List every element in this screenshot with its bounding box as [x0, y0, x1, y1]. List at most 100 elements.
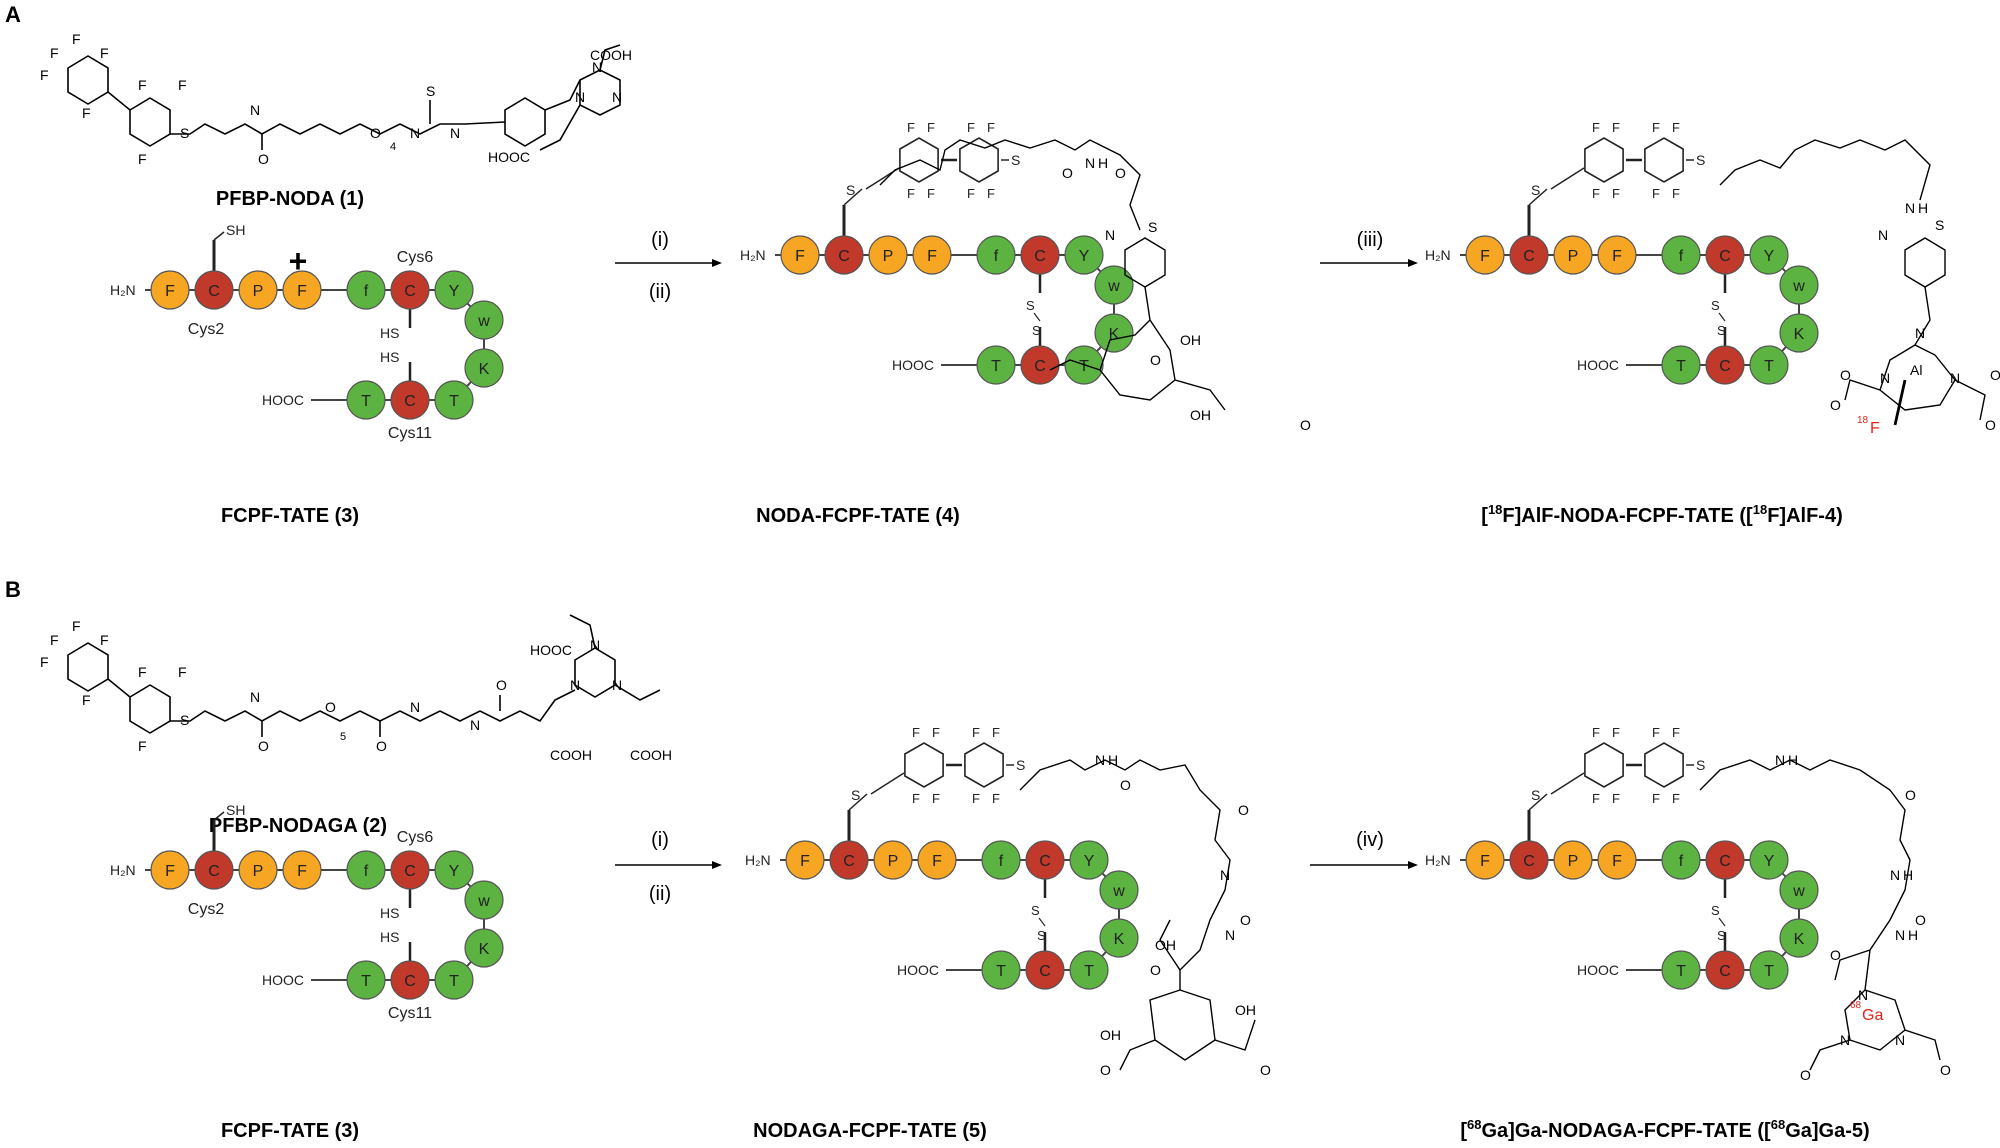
atom-label: F: [100, 632, 109, 648]
residue-letter: Y: [1764, 248, 1775, 265]
alf-noda-linker: [1719, 139, 1986, 421]
radioisotope: F: [1870, 420, 1880, 437]
atom-label: N: [410, 125, 420, 141]
thioether-label: S: [1696, 152, 1705, 168]
fluorine-label: F: [907, 120, 915, 135]
residue-bead: [873, 840, 913, 880]
thioether-label: S: [1011, 152, 1020, 168]
thiol-label: SH: [226, 222, 245, 238]
residue-letter: f: [364, 283, 369, 300]
residue-bead: [1749, 840, 1789, 880]
atom-label: N: [612, 677, 622, 693]
thioether-label: S: [1696, 757, 1705, 773]
residue-letter: T: [361, 973, 371, 990]
residue-letter: T: [991, 358, 1001, 375]
residue-letter: T: [1079, 358, 1089, 375]
n-terminus: H₂N: [110, 282, 136, 298]
atom-label: N: [450, 125, 460, 141]
residue-letter: T: [996, 963, 1006, 980]
n-terminus: H₂N: [110, 862, 136, 878]
residue-letter: F: [927, 248, 937, 265]
atom-label: O: [1150, 352, 1161, 368]
residue-bead: [434, 270, 474, 310]
fluorine-label: F: [927, 120, 935, 135]
atom-label: N: [575, 89, 585, 105]
residue-letter: T: [1676, 358, 1686, 375]
residue-bead: [434, 380, 474, 420]
thioether-label: S: [851, 787, 860, 803]
residue-letter: C: [1523, 853, 1535, 870]
residue-bead: [434, 960, 474, 1000]
atom-label: O: [1830, 397, 1841, 413]
fluorine-label: F: [1652, 120, 1660, 135]
residue-letter: C: [1523, 248, 1535, 265]
residue-bead: [282, 270, 322, 310]
thiol-label: HS: [380, 349, 399, 365]
atom-label: H: [1918, 200, 1928, 216]
residue-letter: K: [1794, 931, 1805, 948]
disulfide-label: S: [1717, 323, 1726, 338]
reaction-arrow-2: (iv): [1310, 829, 1418, 869]
atom-label: O: [1062, 165, 1073, 181]
residue-letter: F: [800, 853, 810, 870]
n-terminus: H₂N: [745, 852, 771, 868]
residue-bead: [1069, 840, 1109, 880]
atom-label: O: [1905, 787, 1916, 803]
atom-label: N: [592, 59, 602, 75]
atom-label: 5: [340, 731, 346, 743]
residue-bead: [194, 850, 234, 890]
fluorine-label: F: [967, 186, 975, 201]
residue-letter: f: [1679, 853, 1684, 870]
residue-letter: T: [449, 393, 459, 410]
step-label: (ii): [649, 281, 671, 303]
start-bottom-label: FCPF-TATE (3): [221, 505, 359, 527]
fluorine-label: F: [967, 120, 975, 135]
residue-letter: F: [297, 283, 307, 300]
fluorine-label: F: [1652, 791, 1660, 806]
radioisotope: Ga: [1862, 1007, 1883, 1024]
residue-letter: P: [253, 283, 264, 300]
atom-label: N: [1095, 752, 1105, 768]
residue-bead: [917, 840, 957, 880]
reaction-arrow-1: (i) (ii): [615, 229, 722, 303]
residue-label-cys11: Cys11: [388, 425, 432, 442]
product-label: NODA-FCPF-TATE (4): [756, 505, 960, 527]
disulfide-label: S: [1031, 903, 1040, 918]
residue-letter: C: [1719, 853, 1731, 870]
residue-letter: w: [1792, 278, 1805, 295]
reaction-arrow-2: (iii): [1320, 229, 1418, 267]
fluorine-label: F: [1592, 725, 1600, 740]
panel-b: B F F F F F F F F S N O O 5 O: [5, 577, 1951, 1142]
atom-label: N: [1950, 370, 1960, 386]
disulfide-label: S: [1037, 928, 1046, 943]
atom-label: O: [1100, 1062, 1111, 1078]
pfbp-noda-structure: [67, 44, 621, 151]
residue-letter: P: [883, 248, 894, 265]
residue-bead: [1705, 235, 1745, 275]
alf-noda-atoms: N N N Al O O O O S N N H 18 F: [1830, 200, 2000, 437]
residue-bead: [1094, 313, 1134, 353]
residue-letter: K: [1794, 326, 1805, 343]
residue-bead: [464, 880, 504, 920]
residue-bead: [976, 235, 1016, 275]
atom-label: O: [1238, 802, 1249, 818]
residue-bead: [912, 235, 952, 275]
atom-label: N: [1085, 155, 1095, 171]
atom-label: N: [1895, 927, 1905, 943]
start-bottom-label: FCPF-TATE (3): [221, 1120, 359, 1142]
atom-label: O: [258, 151, 269, 167]
atom-label: N: [1840, 1032, 1850, 1048]
residue-bead: [780, 235, 820, 275]
atom-label: COOH: [590, 47, 632, 63]
atom-label: O: [370, 125, 381, 141]
atom-label: F: [178, 664, 187, 680]
panel-a: A F F F F F F F F S N O O: [5, 2, 2000, 527]
fluorine-label: F: [912, 791, 920, 806]
residue-letter: T: [361, 393, 371, 410]
residue-letter: C: [1034, 248, 1046, 265]
atom-label: N: [1890, 867, 1900, 883]
